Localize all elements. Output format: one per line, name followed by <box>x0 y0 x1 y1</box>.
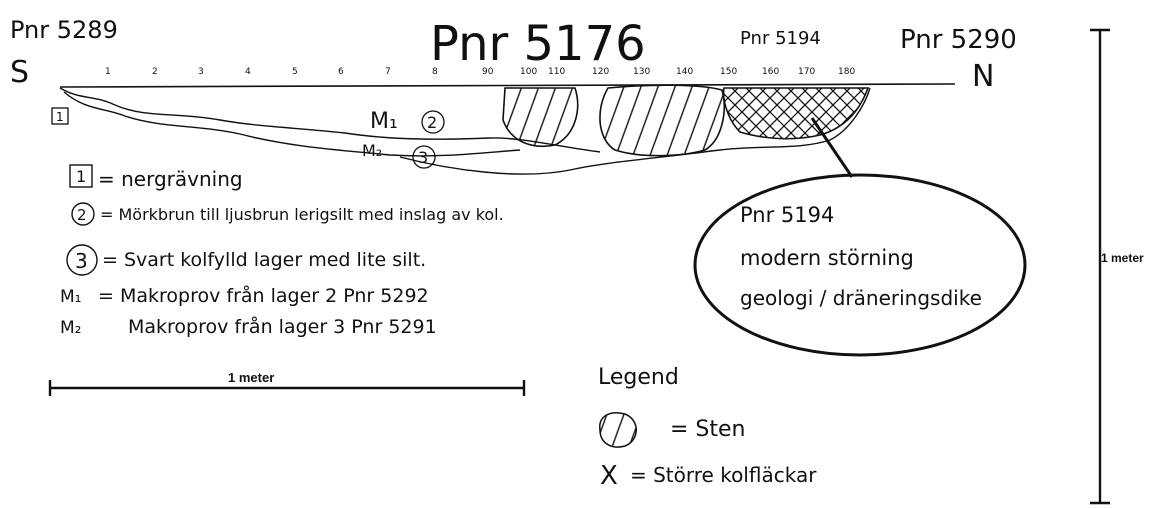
legend-item-2-circle <box>71 202 95 226</box>
tick-number: 6 <box>338 67 344 77</box>
pnr-5176-title: Pnr 5176 <box>430 16 646 72</box>
feature-1-box <box>51 107 69 125</box>
feature-1-label: 1 <box>56 110 64 124</box>
legend-m1-key: M₁ <box>60 287 81 307</box>
tick-number: 2 <box>152 67 158 77</box>
stone-hatched-area-2 <box>599 84 726 157</box>
legend-charcoal-symbol: X <box>600 461 618 491</box>
legend-m1-text: = Makroprov från lager 2 Pnr 5292 <box>98 284 429 307</box>
tick-number: 8 <box>432 67 438 77</box>
tick-number: 3 <box>198 67 204 77</box>
legend-m2-key: M₂ <box>60 318 81 338</box>
m2-label: M₂ <box>362 141 382 160</box>
legend-item-3-text: = Svart kolfylld lager med lite silt. <box>102 249 426 271</box>
tick-number-row: 1 2 3 4 5 6 7 8 90 100 110 120 130 140 150 160 170 180 <box>105 67 855 77</box>
north-direction-label: N <box>972 59 994 94</box>
legend-item-1-text: = nergrävning <box>98 167 243 191</box>
legend-item-2-key: 2 <box>77 206 87 224</box>
legend-item-3-circle <box>66 244 98 276</box>
callout-ellipse <box>693 173 1027 357</box>
legend-item-2-text: = Mörkbrun till ljusbrun lerigsilt med i… <box>100 205 504 224</box>
tick-number: 160 <box>762 67 779 77</box>
tick-number: 7 <box>385 67 391 77</box>
callout-pnr-5194: Pnr 5194 <box>740 203 834 227</box>
legend-item-1-box <box>69 164 93 188</box>
legend-title: Legend <box>598 365 679 390</box>
layer-3-upper-boundary <box>63 91 521 157</box>
horizontal-scale-label: 1 meter <box>228 370 274 385</box>
callout-pointer-line <box>810 117 854 178</box>
legend-item-3-key: 3 <box>75 249 88 273</box>
pnr-5290-label: Pnr 5290 <box>900 25 1017 55</box>
layer-3-circle <box>412 145 436 169</box>
tick-number: 90 <box>482 67 494 77</box>
south-direction-label: S <box>10 55 29 90</box>
ground-surface-line <box>59 83 956 88</box>
tick-number: 120 <box>592 67 609 77</box>
tick-number: 170 <box>798 67 815 77</box>
callout-modern-disturbance: modern störning <box>740 246 914 270</box>
legend-item-1-key: 1 <box>76 167 86 186</box>
tick-number: 5 <box>292 67 298 77</box>
legend-m2-text: Makroprov från lager 3 Pnr 5291 <box>128 315 437 338</box>
layer-3-number: 3 <box>418 148 428 167</box>
tick-number: 110 <box>548 67 565 77</box>
pnr-5194-label: Pnr 5194 <box>740 28 821 49</box>
tick-number: 4 <box>245 67 251 77</box>
tick-number: 180 <box>838 67 855 77</box>
tick-number: 1 <box>105 67 111 77</box>
vertical-scale-label: 1 meter <box>1101 251 1144 265</box>
layer-2-circle <box>421 110 445 134</box>
layer-2-number: 2 <box>427 113 437 132</box>
callout-geology-drain: geologi / dräneringsdike <box>740 286 982 310</box>
legend-stone-text: = Sten <box>670 417 746 442</box>
m1-label: M₁ <box>370 109 398 134</box>
charcoal-crosshatched-area <box>722 87 870 140</box>
pnr-5289-label: Pnr 5289 <box>10 16 118 44</box>
legend-charcoal-text: = Större kolfläckar <box>630 463 817 487</box>
stone-hatched-area-1 <box>502 87 579 147</box>
tick-number: 150 <box>720 67 737 77</box>
tick-number: 130 <box>633 67 650 77</box>
tick-number: 100 <box>520 67 537 77</box>
legend-stone-symbol <box>599 412 637 448</box>
tick-number: 140 <box>676 67 693 77</box>
layer-2-lower-boundary <box>59 87 601 153</box>
